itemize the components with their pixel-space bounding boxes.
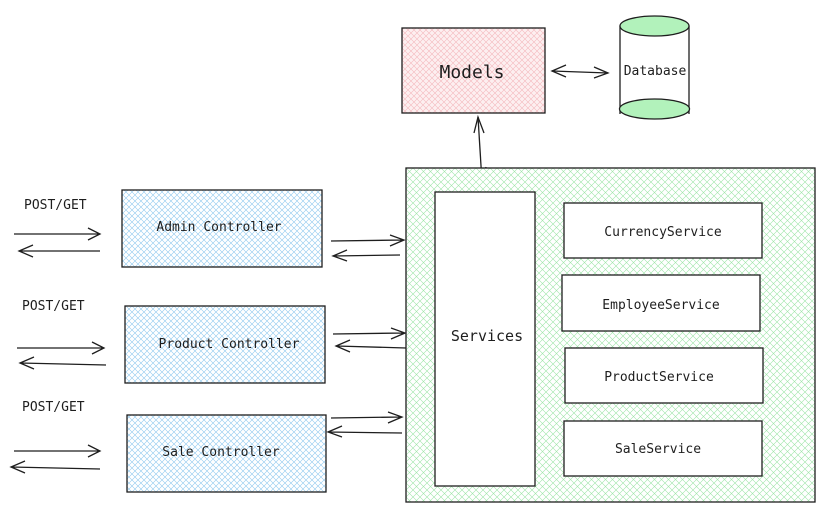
employee-service-label: EmployeeService xyxy=(602,298,720,313)
services-label: Services xyxy=(451,327,523,345)
currency-service-label: CurrencyService xyxy=(604,225,722,240)
services-container: Services CurrencyService EmployeeService… xyxy=(405,167,816,503)
sale-controller-row: POST/GET Sale Controller xyxy=(9,400,404,493)
product-controller-node xyxy=(124,305,326,384)
models-database-arrow xyxy=(550,64,610,79)
product-controller-row: POST/GET Product Controller xyxy=(17,299,407,384)
product-post-get-label: POST/GET xyxy=(22,299,85,314)
database-label: Database xyxy=(624,64,687,79)
admin-controller-row: POST/GET Admin Controller xyxy=(14,189,406,268)
sale-service-label: SaleService xyxy=(615,442,701,457)
employee-service-node: EmployeeService xyxy=(561,274,761,332)
database-node: Database xyxy=(618,15,691,120)
sale-controller-label: Sale Controller xyxy=(162,445,280,460)
product-service-label: ProductService xyxy=(604,370,714,385)
product-controller-label: Product Controller xyxy=(159,337,300,352)
models-node: Models xyxy=(401,27,546,114)
admin-post-get-label: POST/GET xyxy=(24,198,87,213)
services-column xyxy=(434,191,536,487)
currency-service-node: CurrencyService xyxy=(563,202,763,259)
sale-post-get-label: POST/GET xyxy=(22,400,85,415)
product-service-node: ProductService xyxy=(564,347,764,404)
models-label: Models xyxy=(439,62,504,83)
admin-controller-node xyxy=(121,189,323,268)
sale-controller-node xyxy=(126,414,327,493)
admin-controller-label: Admin Controller xyxy=(156,220,281,235)
sale-service-node: SaleService xyxy=(563,420,763,477)
